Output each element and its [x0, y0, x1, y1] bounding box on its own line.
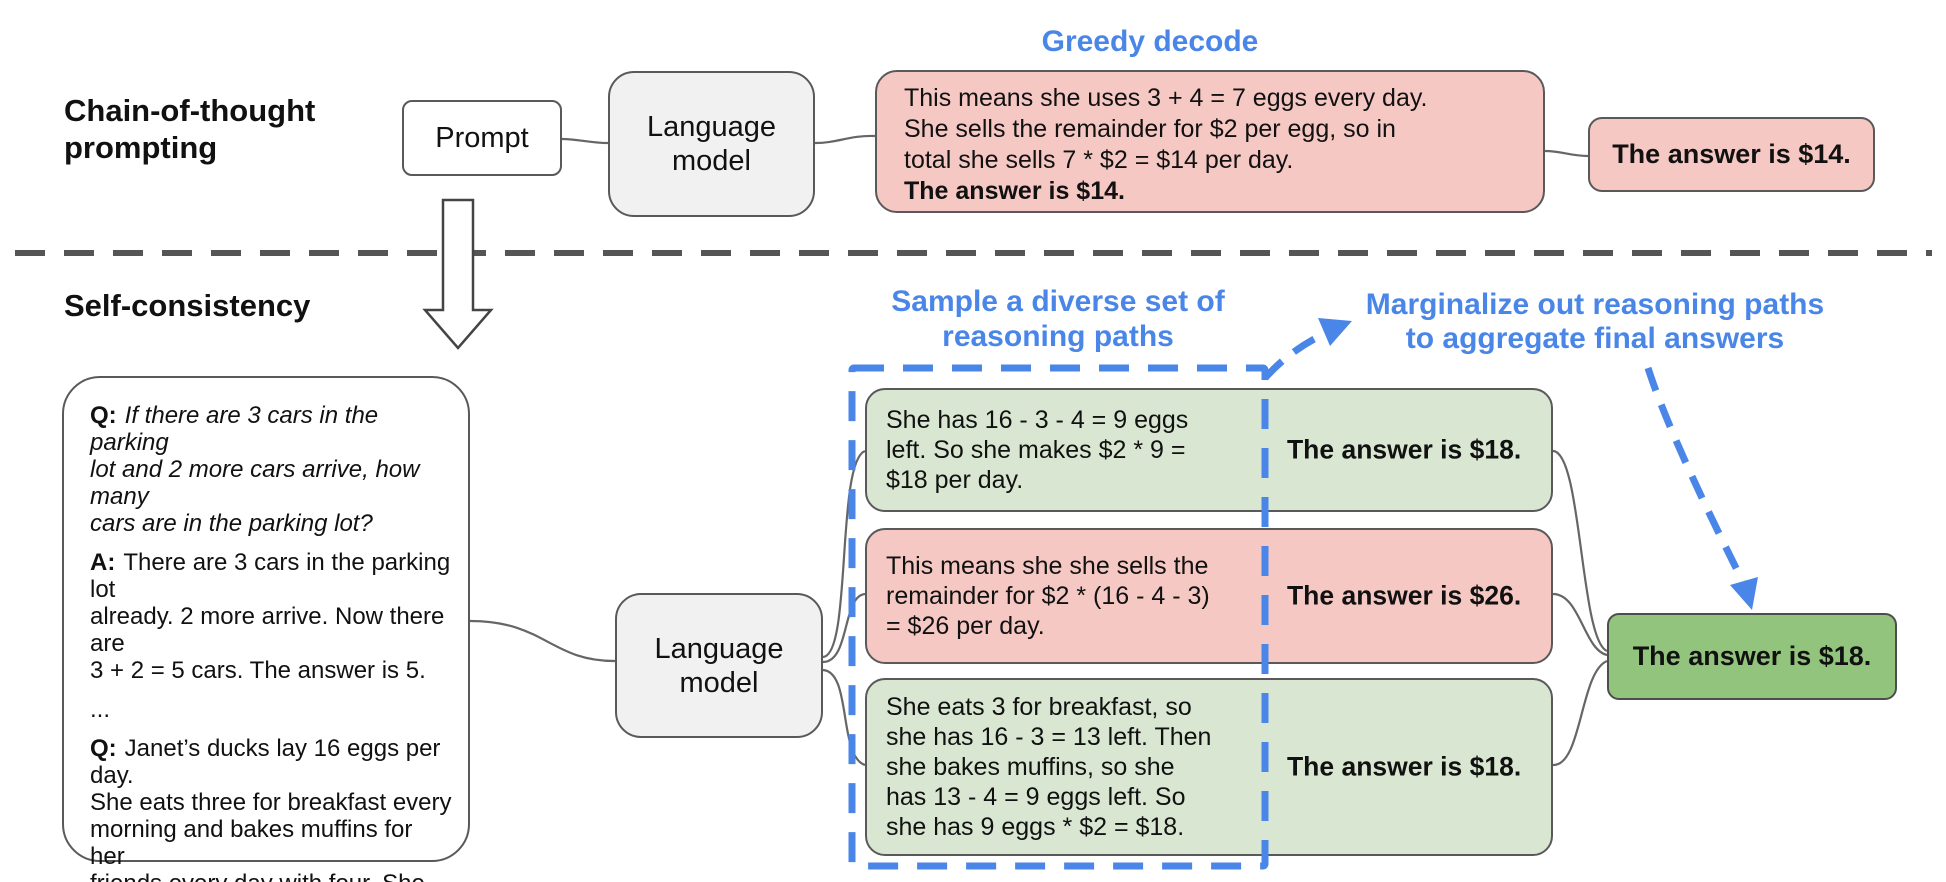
q1-label: Q: [90, 402, 117, 429]
q1-text: If there are 3 cars in the parking lot a… [90, 402, 420, 537]
answer-text-2: The answer is $26. [1287, 580, 1522, 611]
greedy-decode-title: Greedy decode [1041, 25, 1259, 58]
arrowhead-down-icon [1730, 577, 1758, 610]
connector-prompt-to-lm [561, 137, 609, 145]
prompt-question-2: Q:Janet’s ducks lay 16 eggs per day. She… [90, 735, 452, 882]
cot-output-answer: The answer is $14. [904, 177, 1125, 205]
cot-output-box: This means she uses 3 + 4 = 7 eggs every… [875, 70, 1545, 213]
cot-final-answer-box: The answer is $14. [1588, 117, 1875, 192]
dashed-arrow-to-final-answer [1644, 366, 1749, 588]
down-arrow-icon [422, 198, 494, 350]
sample-paths-title: Sample a diverse set of reasoning paths [891, 285, 1225, 353]
prompt-question-1: Q:If there are 3 cars in the parking lot… [90, 402, 452, 537]
language-model-box-top: Language model [608, 71, 815, 217]
connector-answer-3-to-final [1552, 659, 1608, 767]
prompt-ellipsis: ... [90, 696, 111, 723]
reasoning-path-row-1: She has 16 - 3 - 4 = 9 eggs left. So she… [865, 388, 1553, 512]
reasoning-text-1: She has 16 - 3 - 4 = 9 eggs left. So she… [886, 406, 1189, 494]
connector-lm-to-output [814, 134, 876, 145]
cot-section-label: Chain-of-thought prompting [64, 93, 316, 165]
connector-lm-to-path-2 [822, 592, 866, 664]
language-model-box-bottom: Language model [615, 593, 823, 738]
connector-answer-1-to-final [1552, 449, 1608, 653]
connector-output-to-answer [1544, 149, 1589, 158]
final-answer-box: The answer is $18. [1607, 613, 1897, 700]
answer-text-3: The answer is $18. [1287, 751, 1522, 782]
prompt-answer-1: A:There are 3 cars in the parking lot al… [90, 549, 452, 684]
q2-text: Janet’s ducks lay 16 eggs per day. She e… [90, 735, 452, 882]
answer-text-1: The answer is $18. [1287, 434, 1522, 465]
marginalize-title: Marginalize out reasoning paths to aggre… [1365, 288, 1825, 355]
connector-lm-to-path-3 [822, 668, 866, 767]
connector-answer-2-to-final [1552, 592, 1608, 657]
reasoning-path-row-3: She eats 3 for breakfast, so she has 16 … [865, 678, 1553, 856]
a1-label: A: [90, 549, 116, 576]
self-consistency-section-label: Self-consistency [64, 288, 311, 323]
connector-lm-to-path-1 [822, 449, 866, 659]
q2-label: Q: [90, 735, 117, 762]
connector-fewshot-to-lm [469, 619, 616, 663]
a1-text: There are 3 cars in the parking lot alre… [90, 549, 451, 684]
reasoning-path-row-2: This means she she sells the remainder f… [865, 528, 1553, 664]
fewshot-prompt-box: Q:If there are 3 cars in the parking lot… [62, 376, 470, 882]
prompt-box: Prompt [402, 100, 562, 176]
reasoning-text-2: This means she she sells the remainder f… [886, 552, 1210, 640]
reasoning-text-3: She eats 3 for breakfast, so she has 16 … [886, 693, 1212, 841]
cot-output-text: This means she uses 3 + 4 = 7 eggs every… [904, 84, 1428, 174]
